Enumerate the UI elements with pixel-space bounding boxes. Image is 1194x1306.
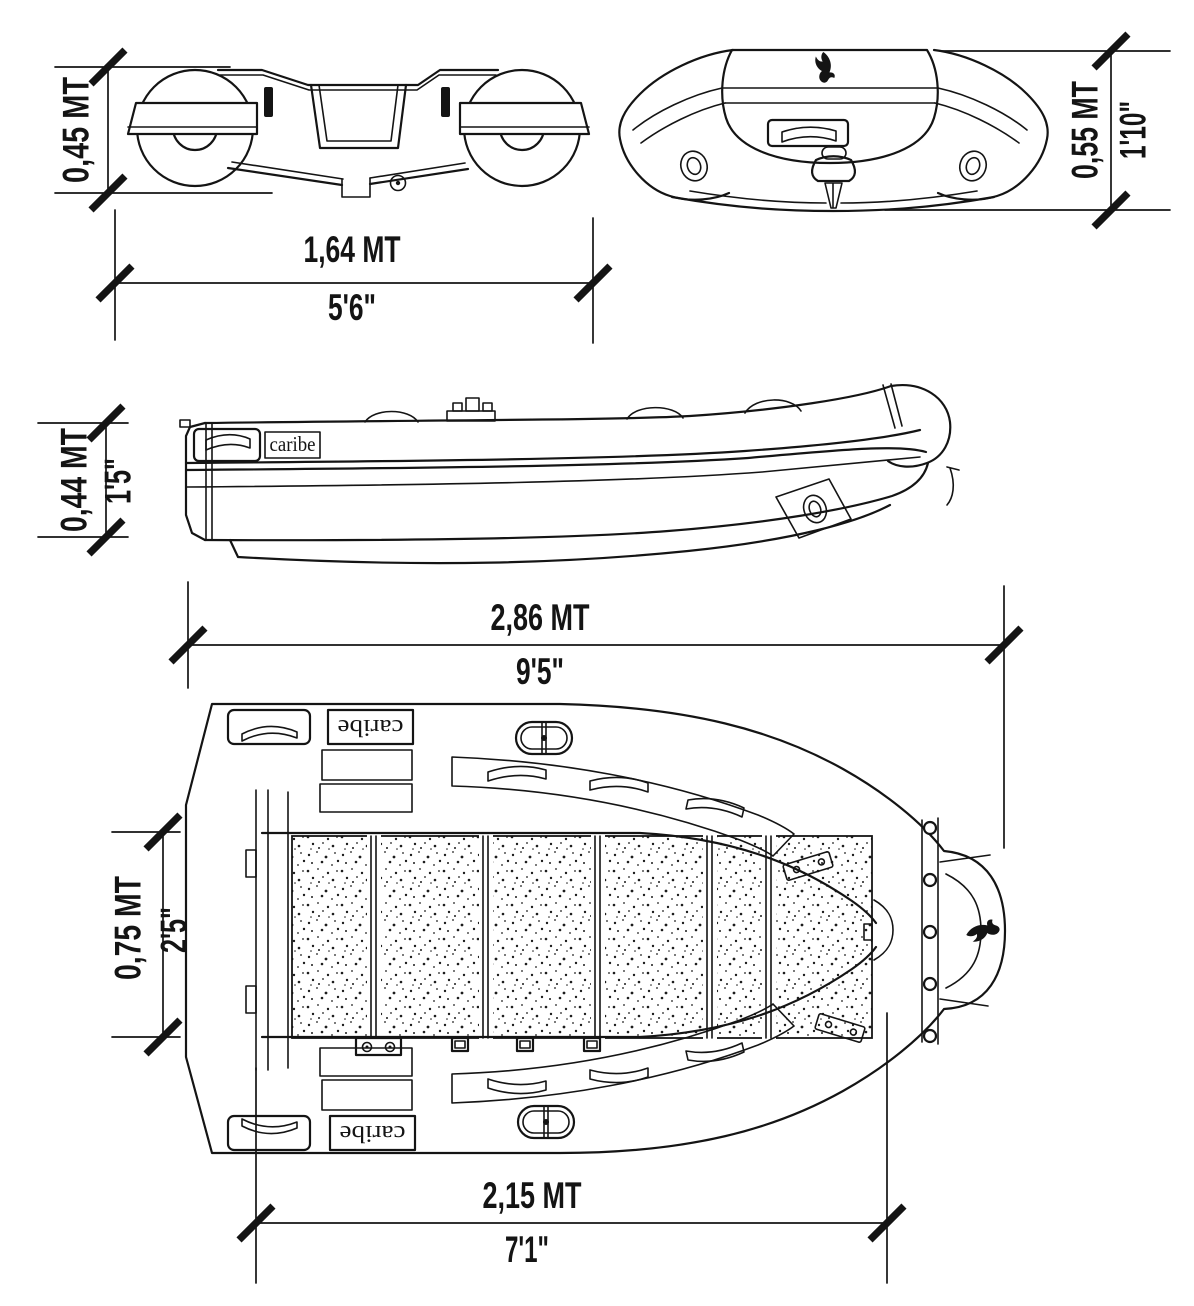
- side-tube-bottom: [203, 461, 930, 542]
- d-ring-right-icon: [958, 150, 988, 182]
- side-rubstrake: [184, 428, 922, 465]
- bow-lacing-strip: [921, 817, 939, 1045]
- dimension-overall-length: 2,86 MT 9'5": [168, 581, 1024, 849]
- side-handle: [192, 427, 262, 463]
- top-handle-stern: [226, 708, 312, 746]
- side-height-label-ft: 1'5": [98, 458, 139, 504]
- cockpit-length-label-ft: 7'1": [505, 1229, 549, 1270]
- floor-width-label-mt: 0,75 MT: [108, 876, 149, 980]
- oarlock-arch-1: [364, 410, 419, 423]
- dolphin-logo-top-icon: [966, 919, 1000, 942]
- dimension-stern-beam: 1,64 MT 5'6": [95, 209, 613, 344]
- motor-mount-notch: [309, 83, 408, 150]
- dimension-floor-width: 0,75 MT 2'5": [108, 812, 195, 1057]
- cockpit-length-label-mt: 2,15 MT: [483, 1175, 582, 1216]
- bow-handle: [766, 118, 850, 148]
- top-view: caribe caribe: [184, 702, 1007, 1155]
- transom-board: [245, 789, 289, 1071]
- bolt-plate-top: [782, 851, 834, 881]
- bottom-brand-box: [328, 1114, 417, 1152]
- bow-view: [618, 48, 1049, 213]
- oarlock-arch-2: [626, 406, 684, 420]
- side-view: caribe: [179, 383, 960, 565]
- deck-fitting: [446, 397, 496, 422]
- floor-clips: [450, 1036, 602, 1053]
- drain-plug-icon: [389, 174, 407, 192]
- floor-stringers: [367, 834, 776, 1040]
- d-ring-left-icon: [679, 150, 709, 182]
- floor-width-label-ft: 2'5": [154, 907, 195, 953]
- bolt-plate-bottom: [814, 1013, 866, 1043]
- bow-wing-left: [618, 48, 735, 201]
- top-outer-outline: [184, 702, 1007, 1155]
- dimension-bow-height: 0,55 MT 1'10": [884, 31, 1171, 230]
- side-tube-top: [203, 384, 893, 425]
- overall-length-label-mt: 2,86 MT: [491, 597, 590, 638]
- bow-hull-bottom: [670, 195, 996, 213]
- stern-rubstrake-left: [126, 101, 259, 136]
- side-stern-cap: [184, 421, 207, 542]
- grab-band-bottom: [451, 1003, 795, 1104]
- dimension-cockpit-length: 2,15 MT 7'1": [236, 1012, 907, 1284]
- stern-height-label: 0,45 MT: [56, 77, 97, 183]
- bow-cone: [721, 48, 939, 165]
- transom-bracket-left: [264, 87, 273, 117]
- dimension-side-height: 0,44 MT 1'5": [37, 403, 139, 557]
- dimension-stern-height: 0,45 MT: [54, 47, 273, 213]
- stern-view: [126, 68, 591, 198]
- bow-height-label-mt: 0,55 MT: [1065, 81, 1106, 179]
- inner-tube-edge-top: [260, 831, 878, 925]
- bow-height-label-ft: 1'10": [1113, 101, 1154, 159]
- side-hull: [228, 503, 892, 565]
- stern-rubstrake-right: [458, 101, 591, 136]
- oarlock-bottom-icon: [516, 1104, 576, 1140]
- inner-tube-edge-bottom: [260, 945, 878, 1039]
- bow-rope: [946, 466, 960, 506]
- top-brand-label: caribe: [338, 714, 404, 740]
- stern-beam-label-mt: 1,64 MT: [304, 229, 401, 270]
- dolphin-logo-icon: [811, 50, 839, 85]
- side-brand-box: [264, 431, 321, 459]
- bottom-handle-stern: [226, 1114, 312, 1152]
- motor-plate: [354, 1036, 403, 1057]
- bow-wedge: [873, 899, 894, 961]
- transom-bracket-right: [441, 87, 450, 117]
- side-brand-label: caribe: [270, 432, 316, 456]
- transom-top-edge: [216, 68, 500, 87]
- bow-patch: [775, 478, 852, 539]
- bottom-brand-label: caribe: [340, 1120, 406, 1146]
- top-brand-box: [326, 708, 415, 746]
- stern-keel-v: [226, 166, 470, 187]
- grab-band-top: [451, 756, 795, 857]
- oarlock-arch-3: [744, 399, 802, 414]
- side-bow-cone: [886, 384, 952, 468]
- bow-eye-fin: [824, 182, 843, 209]
- stern-beam-label-ft: 5'6": [328, 287, 376, 328]
- bow-shackle: [821, 146, 847, 160]
- side-height-label-mt: 0,44 MT: [54, 428, 95, 532]
- overall-length-label-ft: 9'5": [516, 651, 564, 692]
- oarlock-top-icon: [514, 720, 574, 756]
